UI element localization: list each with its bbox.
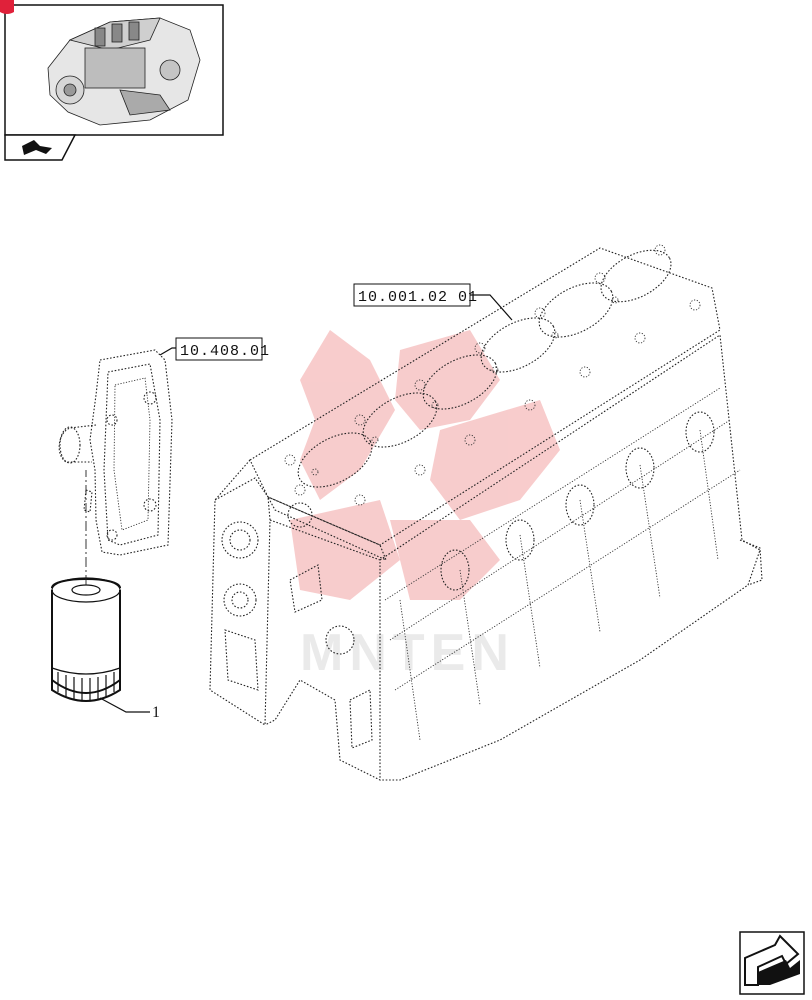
engine-block-callout[interactable]: 10.001.02 01 [353, 283, 513, 321]
book-icon[interactable] [4, 134, 77, 161]
oil-pump-callout[interactable]: 10.408.01 [159, 337, 270, 361]
engine-thumbnail-icon[interactable] [0, 0, 224, 136]
item-1-label: 1 [152, 704, 160, 721]
oil-filter[interactable] [51, 577, 121, 702]
engine-block[interactable] [209, 240, 763, 781]
item-1-callout[interactable]: 1 [99, 697, 160, 721]
next-page-arrow-icon[interactable] [739, 931, 805, 995]
oil-pump-ref-label: 10.408.01 [180, 343, 270, 360]
engine-block-ref-label: 10.001.02 01 [358, 289, 478, 306]
oil-pump-cover[interactable] [58, 349, 173, 556]
